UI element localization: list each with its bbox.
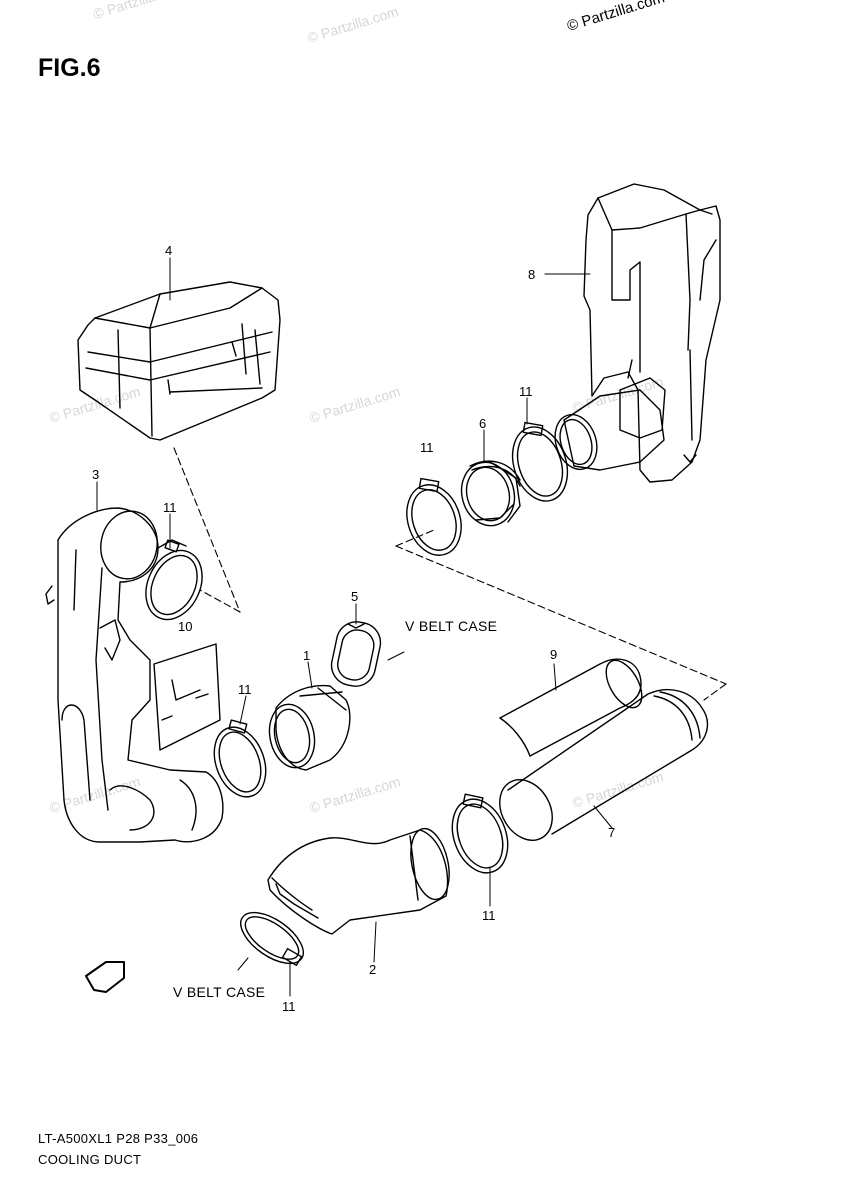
part-1-sleeve xyxy=(264,686,350,772)
callout-10[interactable]: 10 xyxy=(178,619,193,634)
callout-7[interactable]: 7 xyxy=(608,825,616,840)
part-4-cover xyxy=(78,282,280,440)
callout-11[interactable]: 11 xyxy=(519,384,533,399)
callout-3[interactable]: 3 xyxy=(92,467,100,482)
callout-11[interactable]: 11 xyxy=(420,440,434,455)
leader-lines xyxy=(97,258,612,996)
part-5-seal xyxy=(328,618,384,690)
clamp-11-b xyxy=(205,720,275,804)
clamp-11-a xyxy=(158,540,186,552)
callout-9[interactable]: 9 xyxy=(550,647,558,662)
part-8-duct xyxy=(584,184,720,482)
part-2-elbow xyxy=(268,825,455,934)
callout-11[interactable]: 11 xyxy=(282,999,296,1014)
label-v-belt-case-lower: V BELT CASE xyxy=(173,984,266,1000)
part-10-ring xyxy=(135,541,213,628)
part-9-sheet xyxy=(500,654,649,756)
callout-11[interactable]: 11 xyxy=(482,908,496,923)
callout-8[interactable]: 8 xyxy=(528,267,536,282)
clamp-11-c xyxy=(504,420,577,508)
figure-title: FIG.6 xyxy=(38,54,101,82)
assembly-lines xyxy=(174,448,726,700)
callout-6[interactable]: 6 xyxy=(479,416,487,431)
callout-11[interactable]: 11 xyxy=(163,500,177,515)
part-3-duct xyxy=(46,507,223,842)
front-arrow-icon xyxy=(86,962,124,992)
part-6-boot xyxy=(455,456,522,531)
clamp-11-d xyxy=(398,478,470,563)
footer-code: LT-A500XL1 P28 P33_006 xyxy=(38,1131,199,1146)
clamp-11-e xyxy=(443,791,518,880)
callout-2[interactable]: 2 xyxy=(369,962,377,977)
footer-caption: COOLING DUCT xyxy=(38,1152,142,1167)
label-v-belt-case-upper: V BELT CASE xyxy=(405,618,498,634)
part-8-outlet xyxy=(548,390,664,475)
callout-11[interactable]: 11 xyxy=(238,682,252,697)
callout-5[interactable]: 5 xyxy=(351,589,359,604)
callout-4[interactable]: 4 xyxy=(165,243,173,258)
part-7-tube xyxy=(489,690,707,850)
callout-1[interactable]: 1 xyxy=(303,648,311,663)
clamp-11-f xyxy=(232,903,312,974)
